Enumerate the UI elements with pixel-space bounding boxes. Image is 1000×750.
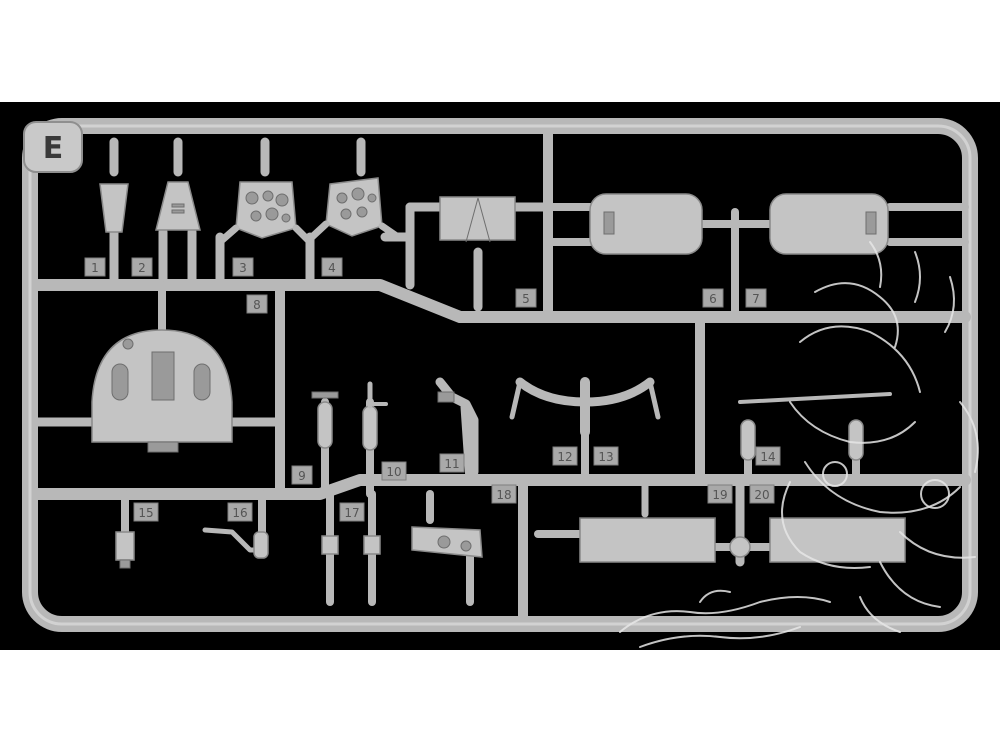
part-number-tag-17: 17	[339, 502, 365, 522]
part-12-13	[509, 377, 661, 437]
part-11	[435, 377, 479, 477]
part-number-tag-12: 12	[552, 446, 578, 466]
part-number-tag-15: 15	[133, 502, 159, 522]
part-number-9: 9	[298, 469, 306, 483]
part-number-tag-11: 11	[439, 453, 465, 473]
part-17	[321, 535, 381, 555]
part-number-18: 18	[496, 488, 511, 502]
part-number-20: 20	[754, 488, 769, 502]
part-2	[155, 181, 201, 231]
part-number-tag-19: 19	[707, 484, 733, 504]
part-number-8: 8	[253, 298, 261, 312]
part-number-19: 19	[712, 488, 727, 502]
part-6	[589, 193, 703, 255]
sprue-runners	[32, 129, 971, 622]
part-number-tag-6: 6	[702, 288, 724, 308]
part-number-tag-7: 7	[745, 288, 767, 308]
sprue-letter-tag: E	[23, 121, 83, 173]
part-number-12: 12	[557, 450, 572, 464]
part-number-4: 4	[328, 261, 336, 275]
part-9	[311, 391, 339, 449]
part-number-14: 14	[760, 450, 775, 464]
part-number-tags: 1 2 3 4 5 6 7 8 9 10 11 12 13 14 15 16 1…	[84, 257, 781, 522]
part-number-tag-20: 20	[749, 484, 775, 504]
part-7	[769, 193, 889, 255]
part-number-tag-14: 14	[755, 446, 781, 466]
part-16	[202, 527, 269, 559]
part-number-6: 6	[709, 292, 717, 306]
part-19	[579, 517, 716, 563]
part-number-tag-4: 4	[321, 257, 343, 277]
part-number-tag-16: 16	[227, 502, 253, 522]
part-15	[115, 531, 135, 569]
sprue-photo-frame: E	[0, 102, 1000, 650]
part-number-5: 5	[522, 292, 530, 306]
part-number-tag-9: 9	[291, 465, 313, 485]
part-number-1: 1	[91, 261, 99, 275]
part-20	[729, 517, 906, 563]
part-5	[439, 196, 516, 243]
part-3	[216, 181, 314, 246]
part-number-2: 2	[138, 261, 146, 275]
part-number-10: 10	[386, 465, 401, 479]
part-1	[99, 183, 129, 233]
part-14	[738, 392, 892, 461]
part-number-11: 11	[444, 457, 459, 471]
part-number-tag-3: 3	[232, 257, 254, 277]
part-number-tag-18: 18	[491, 484, 517, 504]
dragon-mascot-icon	[619, 241, 979, 648]
part-number-17: 17	[344, 506, 359, 520]
sprue-frame	[22, 118, 978, 632]
sprue-e-diagram: E	[22, 118, 979, 648]
part-10	[362, 381, 388, 451]
part-number-tag-10: 10	[381, 461, 407, 481]
part-number-3: 3	[239, 261, 247, 275]
part-4	[308, 177, 402, 241]
part-number-13: 13	[598, 450, 613, 464]
part-number-tag-13: 13	[593, 446, 619, 466]
part-number-tag-1: 1	[84, 257, 106, 277]
part-number-16: 16	[232, 506, 247, 520]
part-18	[411, 526, 483, 558]
part-number-7: 7	[752, 292, 760, 306]
part-8	[91, 329, 233, 453]
part-number-tag-5: 5	[515, 288, 537, 308]
part-number-tag-8: 8	[246, 294, 268, 314]
part-number-15: 15	[138, 506, 153, 520]
sprue-letter: E	[43, 131, 64, 166]
part-number-tag-2: 2	[131, 257, 153, 277]
